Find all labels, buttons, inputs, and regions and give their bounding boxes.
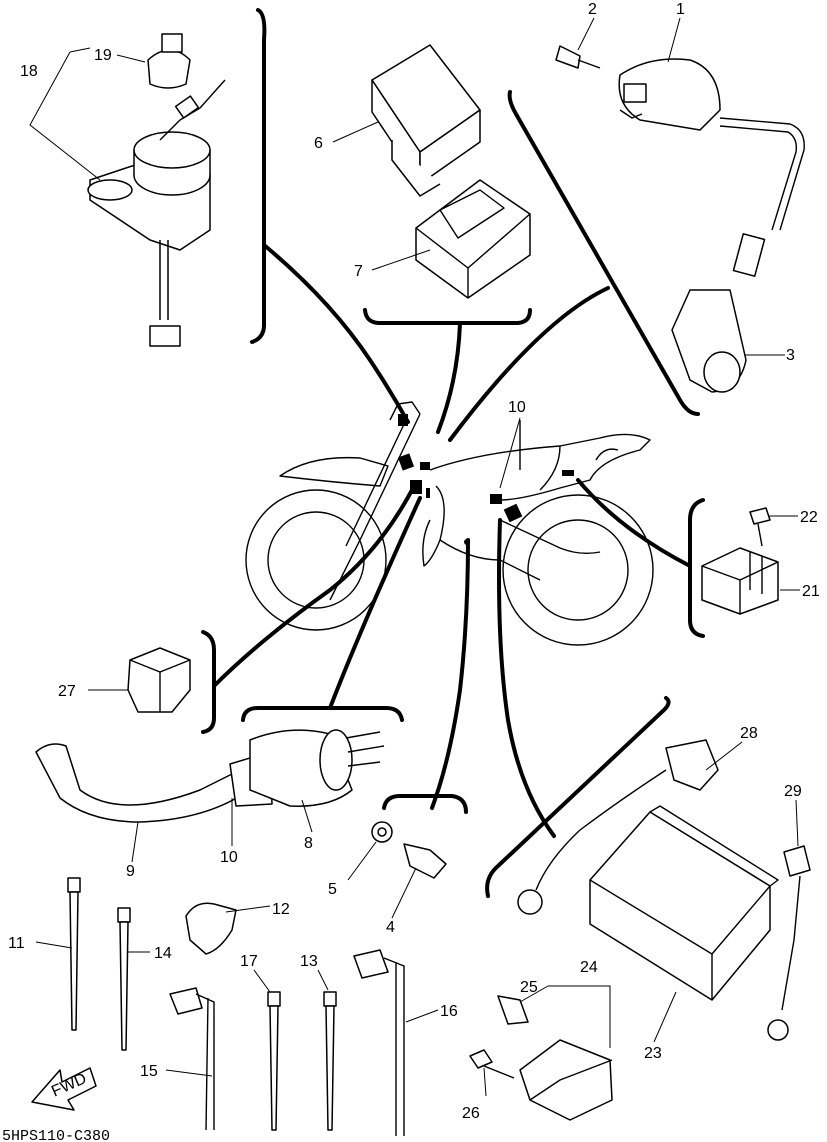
callout-15: 15 bbox=[140, 1063, 158, 1080]
callout-8: 8 bbox=[304, 835, 313, 852]
callout-10-harness: 10 bbox=[508, 399, 526, 416]
callout-23: 23 bbox=[644, 1045, 662, 1062]
callout-13: 13 bbox=[300, 953, 318, 970]
connector-lines bbox=[212, 243, 692, 838]
callout-24: 24 bbox=[580, 959, 598, 976]
battery-group bbox=[469, 739, 811, 1121]
wire-harness-sleeve bbox=[35, 729, 385, 823]
callout-1: 1 bbox=[676, 1, 685, 18]
callout-3: 3 bbox=[786, 347, 795, 364]
rectifier-regulator-group bbox=[701, 507, 779, 615]
callout-12: 12 bbox=[272, 901, 290, 918]
callout-18: 18 bbox=[20, 63, 38, 80]
connector-27 bbox=[127, 647, 191, 713]
callout-14: 14 bbox=[154, 945, 172, 962]
callout-27: 27 bbox=[58, 683, 76, 700]
diagram-code: 5HPS110-C380 bbox=[2, 1128, 110, 1142]
callout-6: 6 bbox=[314, 135, 323, 152]
callout-25: 25 bbox=[520, 979, 538, 996]
callout-5: 5 bbox=[328, 881, 337, 898]
cable-ties bbox=[67, 877, 337, 1131]
callout-9: 9 bbox=[126, 863, 135, 880]
clamp-and-bands bbox=[169, 902, 405, 1136]
callout-4: 4 bbox=[386, 919, 395, 936]
ignition-coil-group bbox=[555, 45, 805, 393]
callout-19: 19 bbox=[94, 47, 112, 64]
callout-28: 28 bbox=[740, 725, 758, 742]
callout-21: 21 bbox=[802, 583, 820, 600]
callout-22: 22 bbox=[800, 509, 818, 526]
callout-26: 26 bbox=[462, 1105, 480, 1122]
leader-lines bbox=[29, 17, 800, 1097]
fwd-arrow: FWD bbox=[31, 1067, 97, 1111]
callout-numbers: 1 2 3 4 5 6 7 8 9 10 10 11 12 13 14 15 1… bbox=[8, 1, 820, 1122]
motorcycle-outline bbox=[245, 401, 654, 646]
callout-17: 17 bbox=[240, 953, 258, 970]
neutral-switch-and-washer bbox=[371, 821, 447, 879]
callout-7: 7 bbox=[354, 263, 363, 280]
callout-16: 16 bbox=[440, 1003, 458, 1020]
main-switch-assembly bbox=[87, 33, 226, 347]
callout-11: 11 bbox=[8, 935, 25, 952]
callout-29: 29 bbox=[784, 783, 802, 800]
callout-2: 2 bbox=[588, 1, 597, 18]
callout-10-sleeve: 10 bbox=[220, 849, 238, 866]
relay-and-cover bbox=[371, 44, 531, 299]
